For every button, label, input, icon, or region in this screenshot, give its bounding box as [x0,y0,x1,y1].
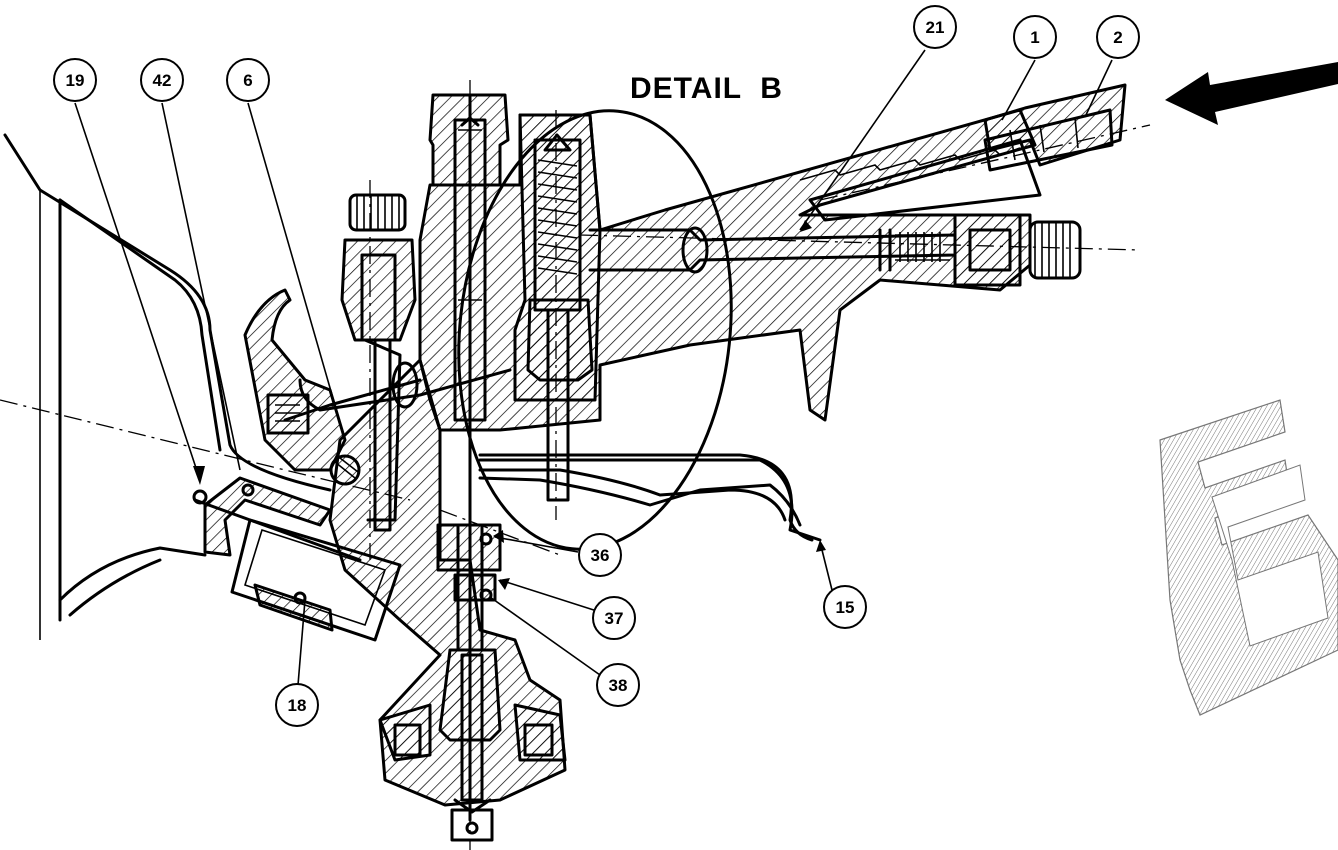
callout-18: 18 [275,683,319,727]
svg-text:18: 18 [288,696,307,715]
air-valve-spring [513,113,602,502]
fluid-inlet-nozzle [378,648,567,842]
callout-6: 6 [226,58,270,102]
svg-text:15: 15 [836,598,855,617]
callout-19: 19 [53,58,97,102]
callout-2: 2 [1096,15,1140,59]
callout-1: 1 [1013,15,1057,59]
paint-cup [3,133,332,640]
callout-37: 37 [592,596,636,640]
callout-15: 15 [823,585,867,629]
detail-b-ellipse [457,109,733,551]
trigger [478,453,814,542]
air-passage [266,361,512,435]
svg-text:37: 37 [605,609,624,628]
svg-text:42: 42 [153,71,172,90]
leader-lines [74,49,1113,686]
callout-42: 42 [140,58,184,102]
needle-packing [436,523,502,652]
svg-text:19: 19 [66,71,85,90]
detail-title: DETAIL B [630,72,783,105]
svg-text:36: 36 [591,546,610,565]
pattern-adjust-knob [329,193,417,532]
svg-text:2: 2 [1113,28,1122,47]
svg-text:38: 38 [609,676,628,695]
callout-38: 38 [596,663,640,707]
center-lines [0,80,1151,850]
corner-logo-e: E [0,0,1338,716]
callout-21: 21 [913,5,957,49]
air-flow-arrow [1165,62,1338,125]
svg-text:1: 1 [1030,28,1039,47]
corner-logo-letter: E [0,0,1,1]
svg-text:21: 21 [926,18,945,37]
callout-36: 36 [578,533,622,577]
svg-text:6: 6 [243,71,252,90]
